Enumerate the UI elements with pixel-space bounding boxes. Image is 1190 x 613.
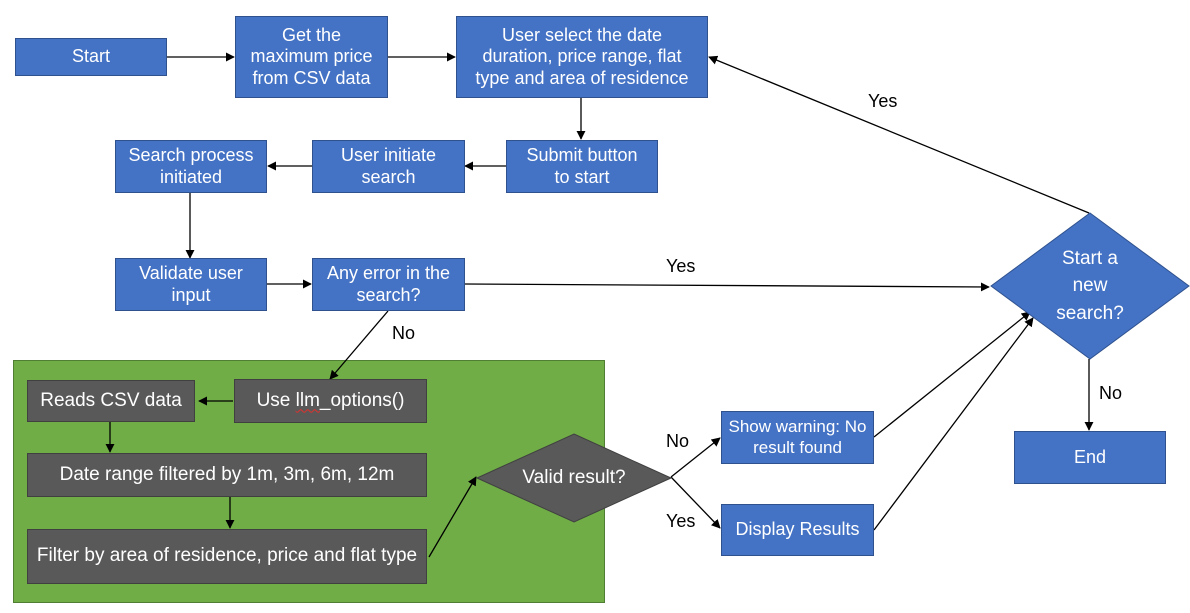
display-results-label: Display Results (735, 519, 860, 540)
user-select-node: User select the date duration, price ran… (456, 16, 708, 98)
filter-by-label: Filter by area of residence, price and f… (36, 545, 418, 567)
start-node-label: Start (71, 46, 110, 67)
valid-yes-label: Yes (666, 511, 696, 531)
search-process-node: Search process initiated (115, 140, 267, 193)
valid-result-decision: Valid result? (475, 433, 673, 523)
arrow-display-to-new-search (873, 317, 1034, 531)
arrow-any-error-no-to-use-llm (329, 310, 389, 380)
end-label: End (1073, 446, 1107, 467)
valid-no-label: No (666, 431, 690, 451)
arrow-valid-no-to-warning (670, 437, 721, 478)
submit-button-label: Submit button to start (526, 144, 638, 187)
show-warning-node: Show warning: No result found (721, 411, 874, 464)
arrow-warning-to-new-search (873, 311, 1031, 438)
end-node: End (1014, 431, 1166, 484)
start-node: Start (15, 38, 167, 76)
use-llm-options-label: Use llm_options() (256, 389, 405, 411)
new-search-no-label: No (1099, 383, 1123, 403)
date-range-node: Date range filtered by 1m, 3m, 6m, 12m (27, 453, 427, 497)
any-error-no-label: No (392, 323, 416, 343)
use-llm-options-node: Use llm_options() (234, 379, 427, 423)
valid-result-label: Valid result? (522, 466, 626, 488)
filter-by-node: Filter by area of residence, price and f… (27, 529, 427, 584)
reads-csv-label: Reads CSV data (40, 389, 182, 411)
any-error-node: Any error in the search? (312, 258, 465, 311)
start-new-search-diamond-shape (990, 212, 1190, 360)
valid-result-diamond-shape (475, 433, 673, 523)
any-error-yes-label: Yes (666, 256, 696, 276)
start-new-search-decision: Start a new search? (990, 212, 1190, 360)
start-new-search-label: Start a new search? (1056, 247, 1124, 324)
user-initiate-node: User initiate search (312, 140, 465, 193)
new-search-yes-label: Yes (868, 91, 898, 111)
validate-input-label: Validate user input (139, 262, 243, 305)
arrow-new-search-yes-to-user-select (708, 55, 1090, 214)
search-process-label: Search process initiated (128, 144, 254, 187)
reads-csv-node: Reads CSV data (27, 380, 195, 422)
arrow-any-error-yes-to-new-search (464, 282, 990, 292)
get-max-price-label: Get the maximum price from CSV data (250, 24, 373, 88)
arrow-filter-to-valid (428, 476, 477, 558)
any-error-label: Any error in the search? (326, 262, 451, 305)
get-max-price-node: Get the maximum price from CSV data (235, 16, 388, 98)
submit-button-node: Submit button to start (506, 140, 658, 193)
show-warning-label: Show warning: No result found (728, 417, 867, 457)
validate-input-node: Validate user input (115, 258, 267, 311)
user-initiate-label: User initiate search (340, 144, 437, 187)
display-results-node: Display Results (721, 504, 874, 556)
date-range-label: Date range filtered by 1m, 3m, 6m, 12m (59, 463, 395, 485)
arrow-valid-yes-to-display (670, 476, 721, 529)
user-select-label: User select the date duration, price ran… (475, 24, 689, 88)
